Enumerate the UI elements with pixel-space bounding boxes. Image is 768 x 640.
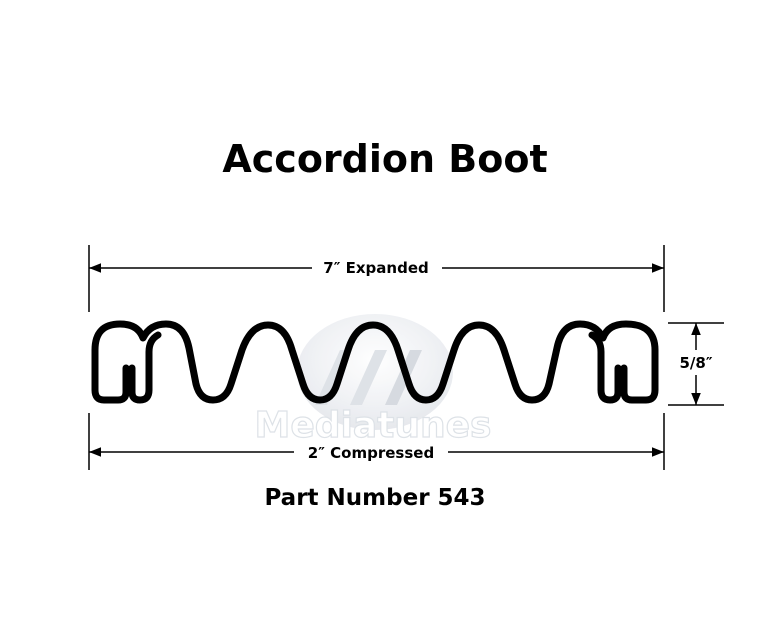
diagram-title: Accordion Boot [222, 137, 547, 181]
compressed-label: 2″ Compressed [308, 444, 434, 462]
expanded-label: 7″ Expanded [323, 259, 428, 277]
accordion-profile [91, 320, 659, 404]
watermark: Mediatunes [254, 314, 492, 447]
height-dimension [668, 322, 724, 406]
watermark-text: Mediatunes [255, 405, 492, 446]
height-label: 5/8″ [679, 354, 712, 372]
compressed-dimension [88, 413, 665, 470]
expanded-dimension [88, 245, 665, 312]
part-number-label: Part Number 543 [264, 485, 485, 511]
